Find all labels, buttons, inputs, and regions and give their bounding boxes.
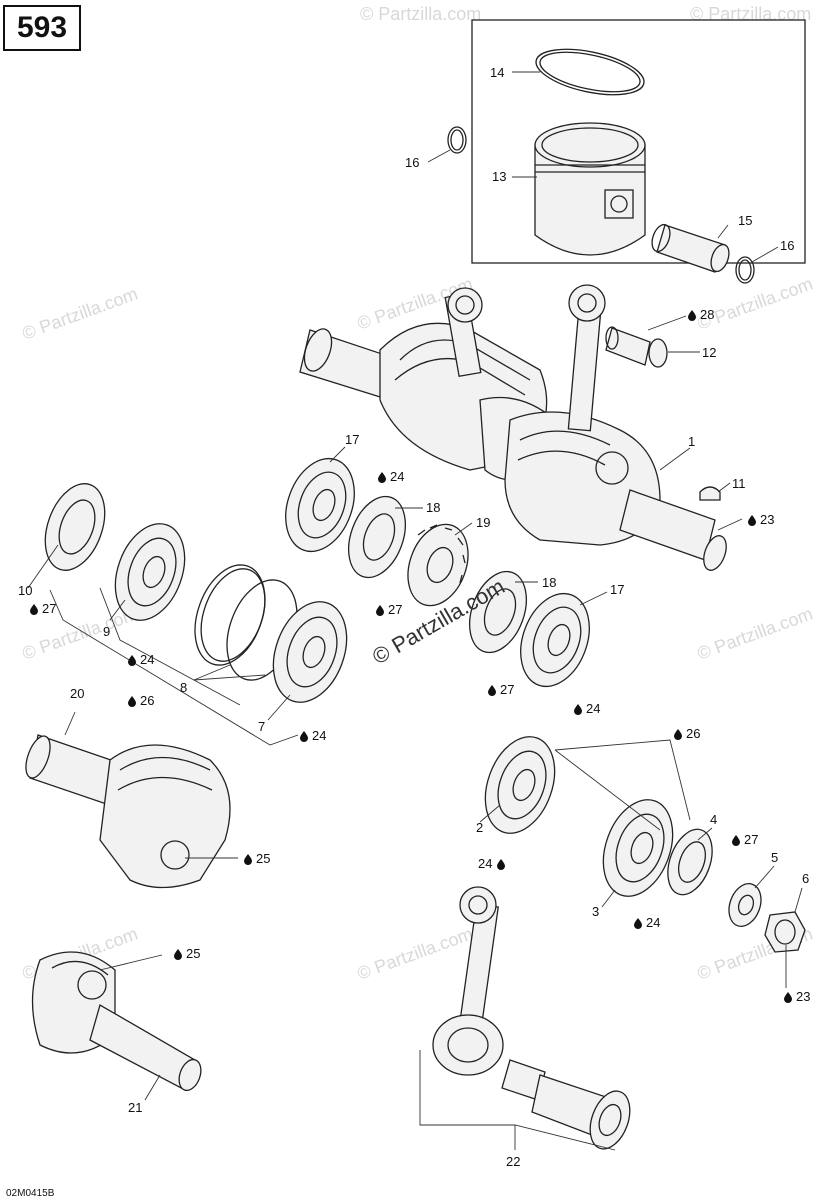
page-number-box: 593 — [3, 5, 81, 51]
callout-label: 15 — [738, 213, 752, 228]
drop-icon — [488, 685, 496, 696]
callout-label: 9 — [103, 624, 110, 639]
diagram-code: 02M0415B — [6, 1188, 55, 1199]
callout-label: 25 — [186, 946, 200, 961]
callout-label: 28 — [700, 307, 714, 322]
callout-label: 17 — [610, 582, 624, 597]
seal-mag — [667, 828, 713, 896]
drop-icon — [378, 472, 386, 483]
watermark: © Partzilla.com — [355, 923, 476, 983]
callout-label: 23 — [796, 989, 810, 1004]
drop-icon — [674, 729, 682, 740]
crankshaft-half-mag — [31, 951, 202, 1092]
callout-label: 27 — [744, 832, 758, 847]
callout-label: 24 — [646, 915, 660, 930]
crankshaft-assembly — [299, 284, 727, 571]
ball-bearing-lower — [520, 592, 590, 688]
drop-icon — [174, 949, 182, 960]
drop-icon — [497, 859, 505, 870]
callout-label: 24 — [586, 701, 600, 716]
piston-pin — [651, 223, 730, 273]
woodruff-key — [699, 486, 721, 501]
drop-icon — [574, 704, 582, 715]
callout-label: 1 — [688, 434, 695, 449]
callout-label: 24 — [140, 652, 154, 667]
crankshaft-half-pto — [25, 734, 231, 889]
ball-bearing-center — [272, 601, 348, 703]
callout-label: 16 — [405, 155, 419, 170]
seal-left — [44, 483, 106, 571]
callout-label: 26 — [686, 726, 700, 741]
callout-label: 7 — [258, 719, 265, 734]
callout-label: 27 — [500, 682, 514, 697]
callout-label: 16 — [780, 238, 794, 253]
drop-icon — [732, 835, 740, 846]
piston-detail-box — [471, 19, 806, 264]
watermark: © Partzilla.com — [695, 273, 816, 333]
callout-label: 2 — [476, 820, 483, 835]
ball-bearing-upper — [285, 457, 355, 553]
page-number: 593 — [16, 11, 68, 44]
callout-label: 25 — [256, 851, 270, 866]
ball-bearing-mag-outer — [484, 736, 556, 834]
callout-label: 11 — [732, 476, 746, 491]
watermark: © Partzilla.com — [695, 603, 816, 663]
callout-label: 6 — [802, 871, 809, 886]
seal-lower — [469, 570, 527, 654]
drop-icon — [784, 992, 792, 1003]
piston-ring — [535, 48, 645, 96]
drop-icon — [688, 310, 696, 321]
callout-label: 17 — [345, 432, 359, 447]
callout-label: 24 — [390, 469, 404, 484]
watermark: © Partzilla.com — [360, 4, 481, 24]
watermark: © Partzilla.com — [690, 4, 811, 24]
callout-label: 27 — [42, 601, 56, 616]
drop-icon — [128, 696, 136, 707]
ball-bearing-mag-inner — [602, 799, 674, 897]
callout-label: 5 — [771, 850, 778, 865]
needle-bearing — [605, 326, 668, 368]
callout-label: 24 — [312, 728, 326, 743]
leader-lines — [27, 71, 803, 1151]
drop-icon — [634, 918, 642, 929]
hex-nut — [764, 911, 806, 953]
watermark: © Partzilla.com — [20, 283, 141, 343]
callout-label: 10 — [18, 583, 32, 598]
callout-label: 24 — [478, 856, 492, 871]
callout-label: 18 — [542, 575, 556, 590]
callout-label: 18 — [426, 500, 440, 515]
drop-icon — [748, 515, 756, 526]
callout-label: 12 — [702, 345, 716, 360]
callout-label: 8 — [180, 680, 187, 695]
drop-icon — [300, 731, 308, 742]
callout-label: 22 — [506, 1154, 520, 1169]
washer — [728, 883, 762, 927]
circlip-lower — [735, 256, 755, 284]
connecting-rod-kit — [432, 886, 631, 1150]
drop-icon — [376, 605, 384, 616]
callout-label: 13 — [492, 169, 506, 184]
callout-label: 14 — [490, 65, 504, 80]
drop-icon — [128, 655, 136, 666]
drop-icon — [30, 604, 38, 615]
seal-upper — [348, 495, 406, 579]
callout-label: 26 — [140, 693, 154, 708]
circlip-upper — [447, 126, 467, 154]
piston — [534, 122, 646, 256]
callout-label: 19 — [476, 515, 490, 530]
callout-label: 3 — [592, 904, 599, 919]
drop-icon — [244, 854, 252, 865]
callout-label: 21 — [128, 1100, 142, 1115]
helical-gear — [407, 523, 469, 607]
callout-label: 20 — [70, 686, 84, 701]
callout-label: 27 — [388, 602, 402, 617]
ball-bearing-left — [114, 523, 186, 621]
callout-label: 4 — [710, 812, 717, 827]
callout-label: 23 — [760, 512, 774, 527]
